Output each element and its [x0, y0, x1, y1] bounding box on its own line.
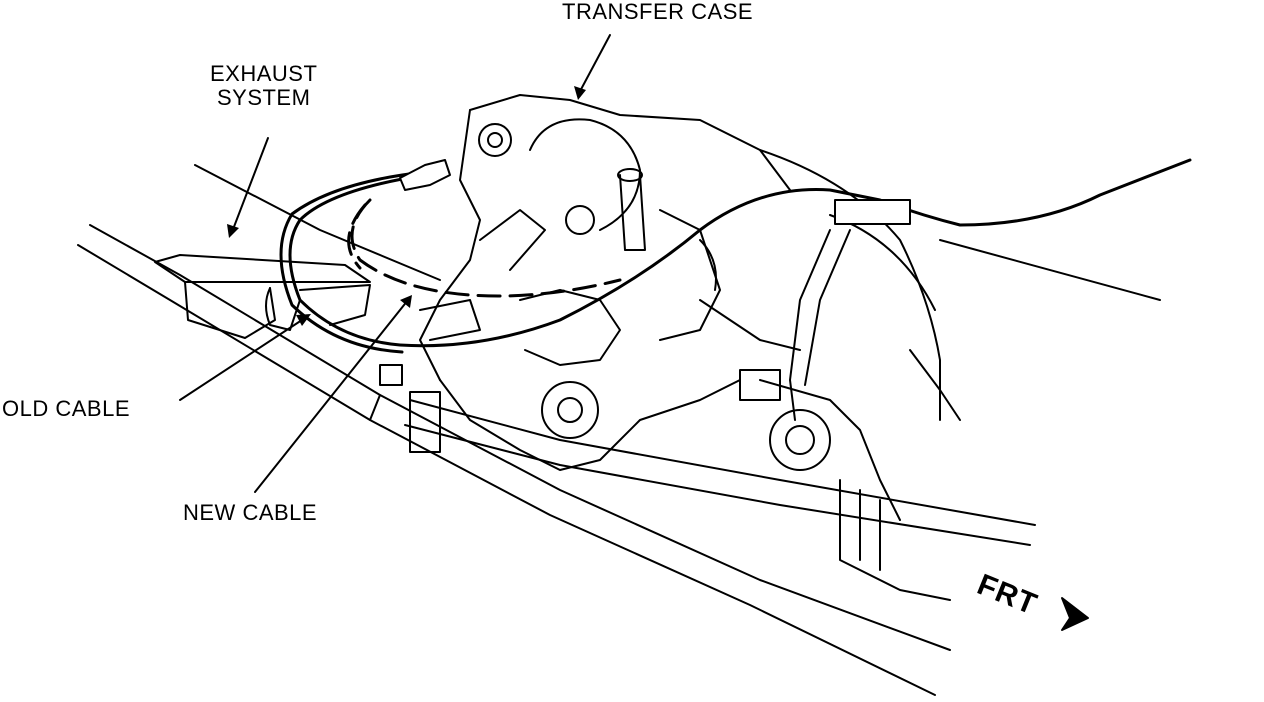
transfer-case-body [419, 94, 791, 471]
arrowheads [227, 86, 586, 326]
front-arrow-icon [1061, 597, 1089, 631]
leader-lines [179, 34, 611, 493]
exhaust-system [154, 254, 371, 339]
crossmember [379, 364, 1036, 546]
exhaust-label-line2: SYSTEM [216, 85, 311, 111]
frame-rail [77, 164, 951, 696]
transfer-case-label: TRANSFER CASE [562, 0, 754, 24]
old-cable-label: OLD CABLE [2, 396, 130, 421]
exhaust-system-label: EXHAUST SYSTEM [210, 61, 318, 111]
cable-connector [399, 159, 451, 191]
new-cable [347, 198, 622, 298]
old-cable [279, 158, 1192, 354]
old-cable-clip [834, 199, 911, 225]
exhaust-label-line1: EXHAUST [210, 61, 318, 86]
new-cable-label: NEW CABLE [183, 500, 318, 525]
